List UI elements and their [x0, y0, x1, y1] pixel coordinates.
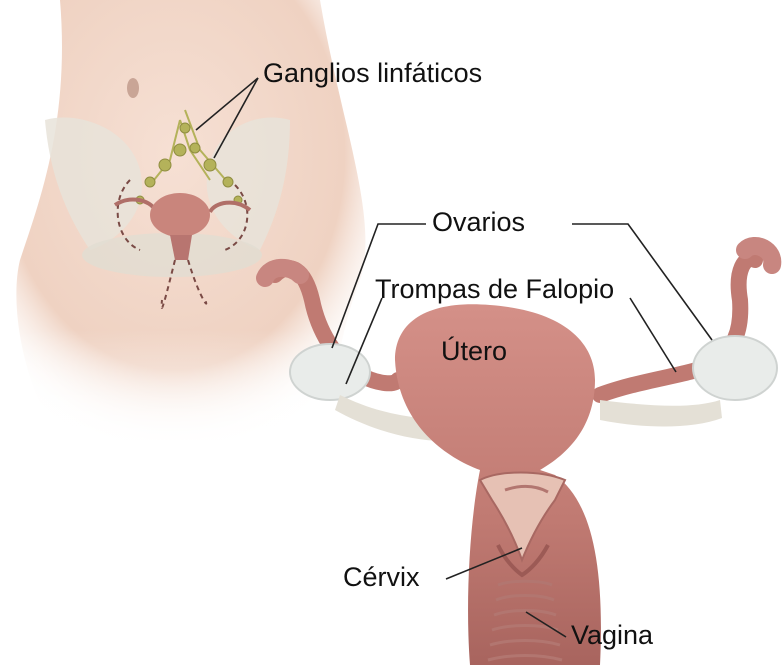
navel: [127, 78, 139, 98]
leader-trompas-right: [630, 298, 676, 372]
label-lymph-nodes: Ganglios linfáticos: [263, 60, 482, 87]
label-uterus: Útero: [441, 338, 507, 365]
label-vagina: Vagina: [571, 622, 653, 649]
left-ovary: [290, 344, 370, 400]
right-ovary: [693, 336, 777, 400]
label-cervix: Cérvix: [343, 564, 420, 591]
label-ovaries: Ovarios: [432, 209, 525, 236]
label-fallopian-tubes: Trompas de Falopio: [375, 276, 614, 303]
